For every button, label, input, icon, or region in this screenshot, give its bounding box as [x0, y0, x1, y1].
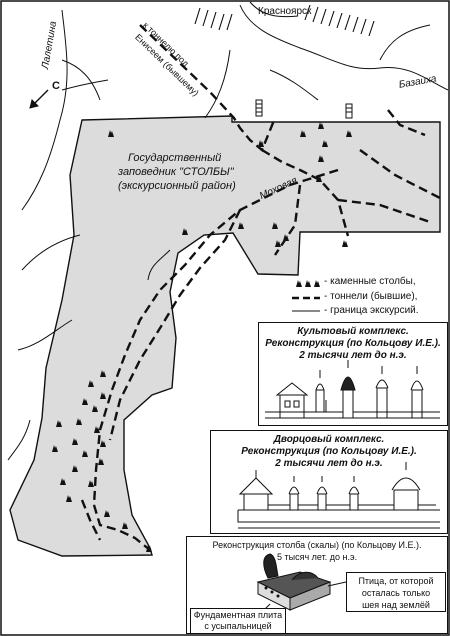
- pillar-reconstruction-drawing: [256, 553, 347, 613]
- reserve-area: [9, 115, 441, 557]
- slab-note-box: Фундаментная плита с усыпальницей: [190, 608, 286, 634]
- reserve-title-1: Государственный: [128, 152, 222, 164]
- legend-item-tunnels: - тоннели (бывшие),: [278, 291, 448, 305]
- legend-symbols: [292, 280, 320, 312]
- reserve-title-2: заповедник "СТОЛБЫ": [118, 166, 234, 178]
- palace-complex-panel: Дворцовый комплекс. Реконструкция (по Ко…: [210, 430, 448, 534]
- pillar-title-1: Реконструкция столба (скалы) (по Кольцов…: [212, 540, 422, 550]
- city-hatch: [194, 1, 375, 37]
- tunnels: [80, 24, 441, 551]
- slab-note-line-2: с усыпальницей: [204, 621, 272, 631]
- legend-label-boundary: - граница экскурсий.: [324, 305, 419, 316]
- cult-complex-drawing: [265, 360, 440, 419]
- rivers: [7, 4, 449, 461]
- north-arrow-icon: [29, 89, 49, 109]
- bird-note-line-2: осталась только: [361, 588, 431, 598]
- bird-note-line-1: Птица, от которой: [358, 576, 434, 586]
- cult-title-1: Культовый комплекс.: [297, 326, 409, 337]
- palace-title-1: Дворцовый комплекс.: [273, 434, 385, 445]
- palace-title-2: Реконструкция (по Кольцову И.Е.).: [241, 446, 417, 457]
- legend-label-tunnels: - тоннели (бывшие),: [324, 291, 418, 302]
- legend: - каменные столбы, - тоннели (бывшие), -…: [278, 271, 448, 317]
- hatch-marks: [255, 99, 353, 119]
- cult-complex-panel: Культовый комплекс. Реконструкция (по Ко…: [258, 322, 448, 426]
- legend-item-pillars: - каменные столбы,: [278, 276, 448, 290]
- palace-title-3: 2 тысячи лет до н.э.: [275, 458, 383, 469]
- pillar-reconstruction-panel: Реконструкция столба (скалы) (по Кольцов…: [186, 536, 448, 634]
- palace-complex-drawing: [237, 462, 440, 529]
- compass-label: С: [52, 80, 60, 92]
- reserve-title-3: (экскурсионный район): [118, 180, 236, 192]
- city-label: Красноярск: [258, 6, 312, 17]
- bird-note-line-3: шея над землёй: [362, 600, 430, 610]
- pillar-title-2: 5 тысяч лет. до н.э.: [277, 552, 358, 562]
- cult-title-2: Реконструкция (по Кольцову И.Е.).: [265, 338, 441, 349]
- legend-item-boundary: - граница экскурсий.: [278, 305, 448, 319]
- cult-title-3: 2 тысячи лет до н.э.: [299, 350, 407, 361]
- bird-note-box: Птица, от которой осталась только шея на…: [346, 572, 446, 612]
- legend-label-pillars: - каменные столбы,: [324, 276, 416, 287]
- slab-note-line-1: Фундаментная плита: [193, 610, 283, 620]
